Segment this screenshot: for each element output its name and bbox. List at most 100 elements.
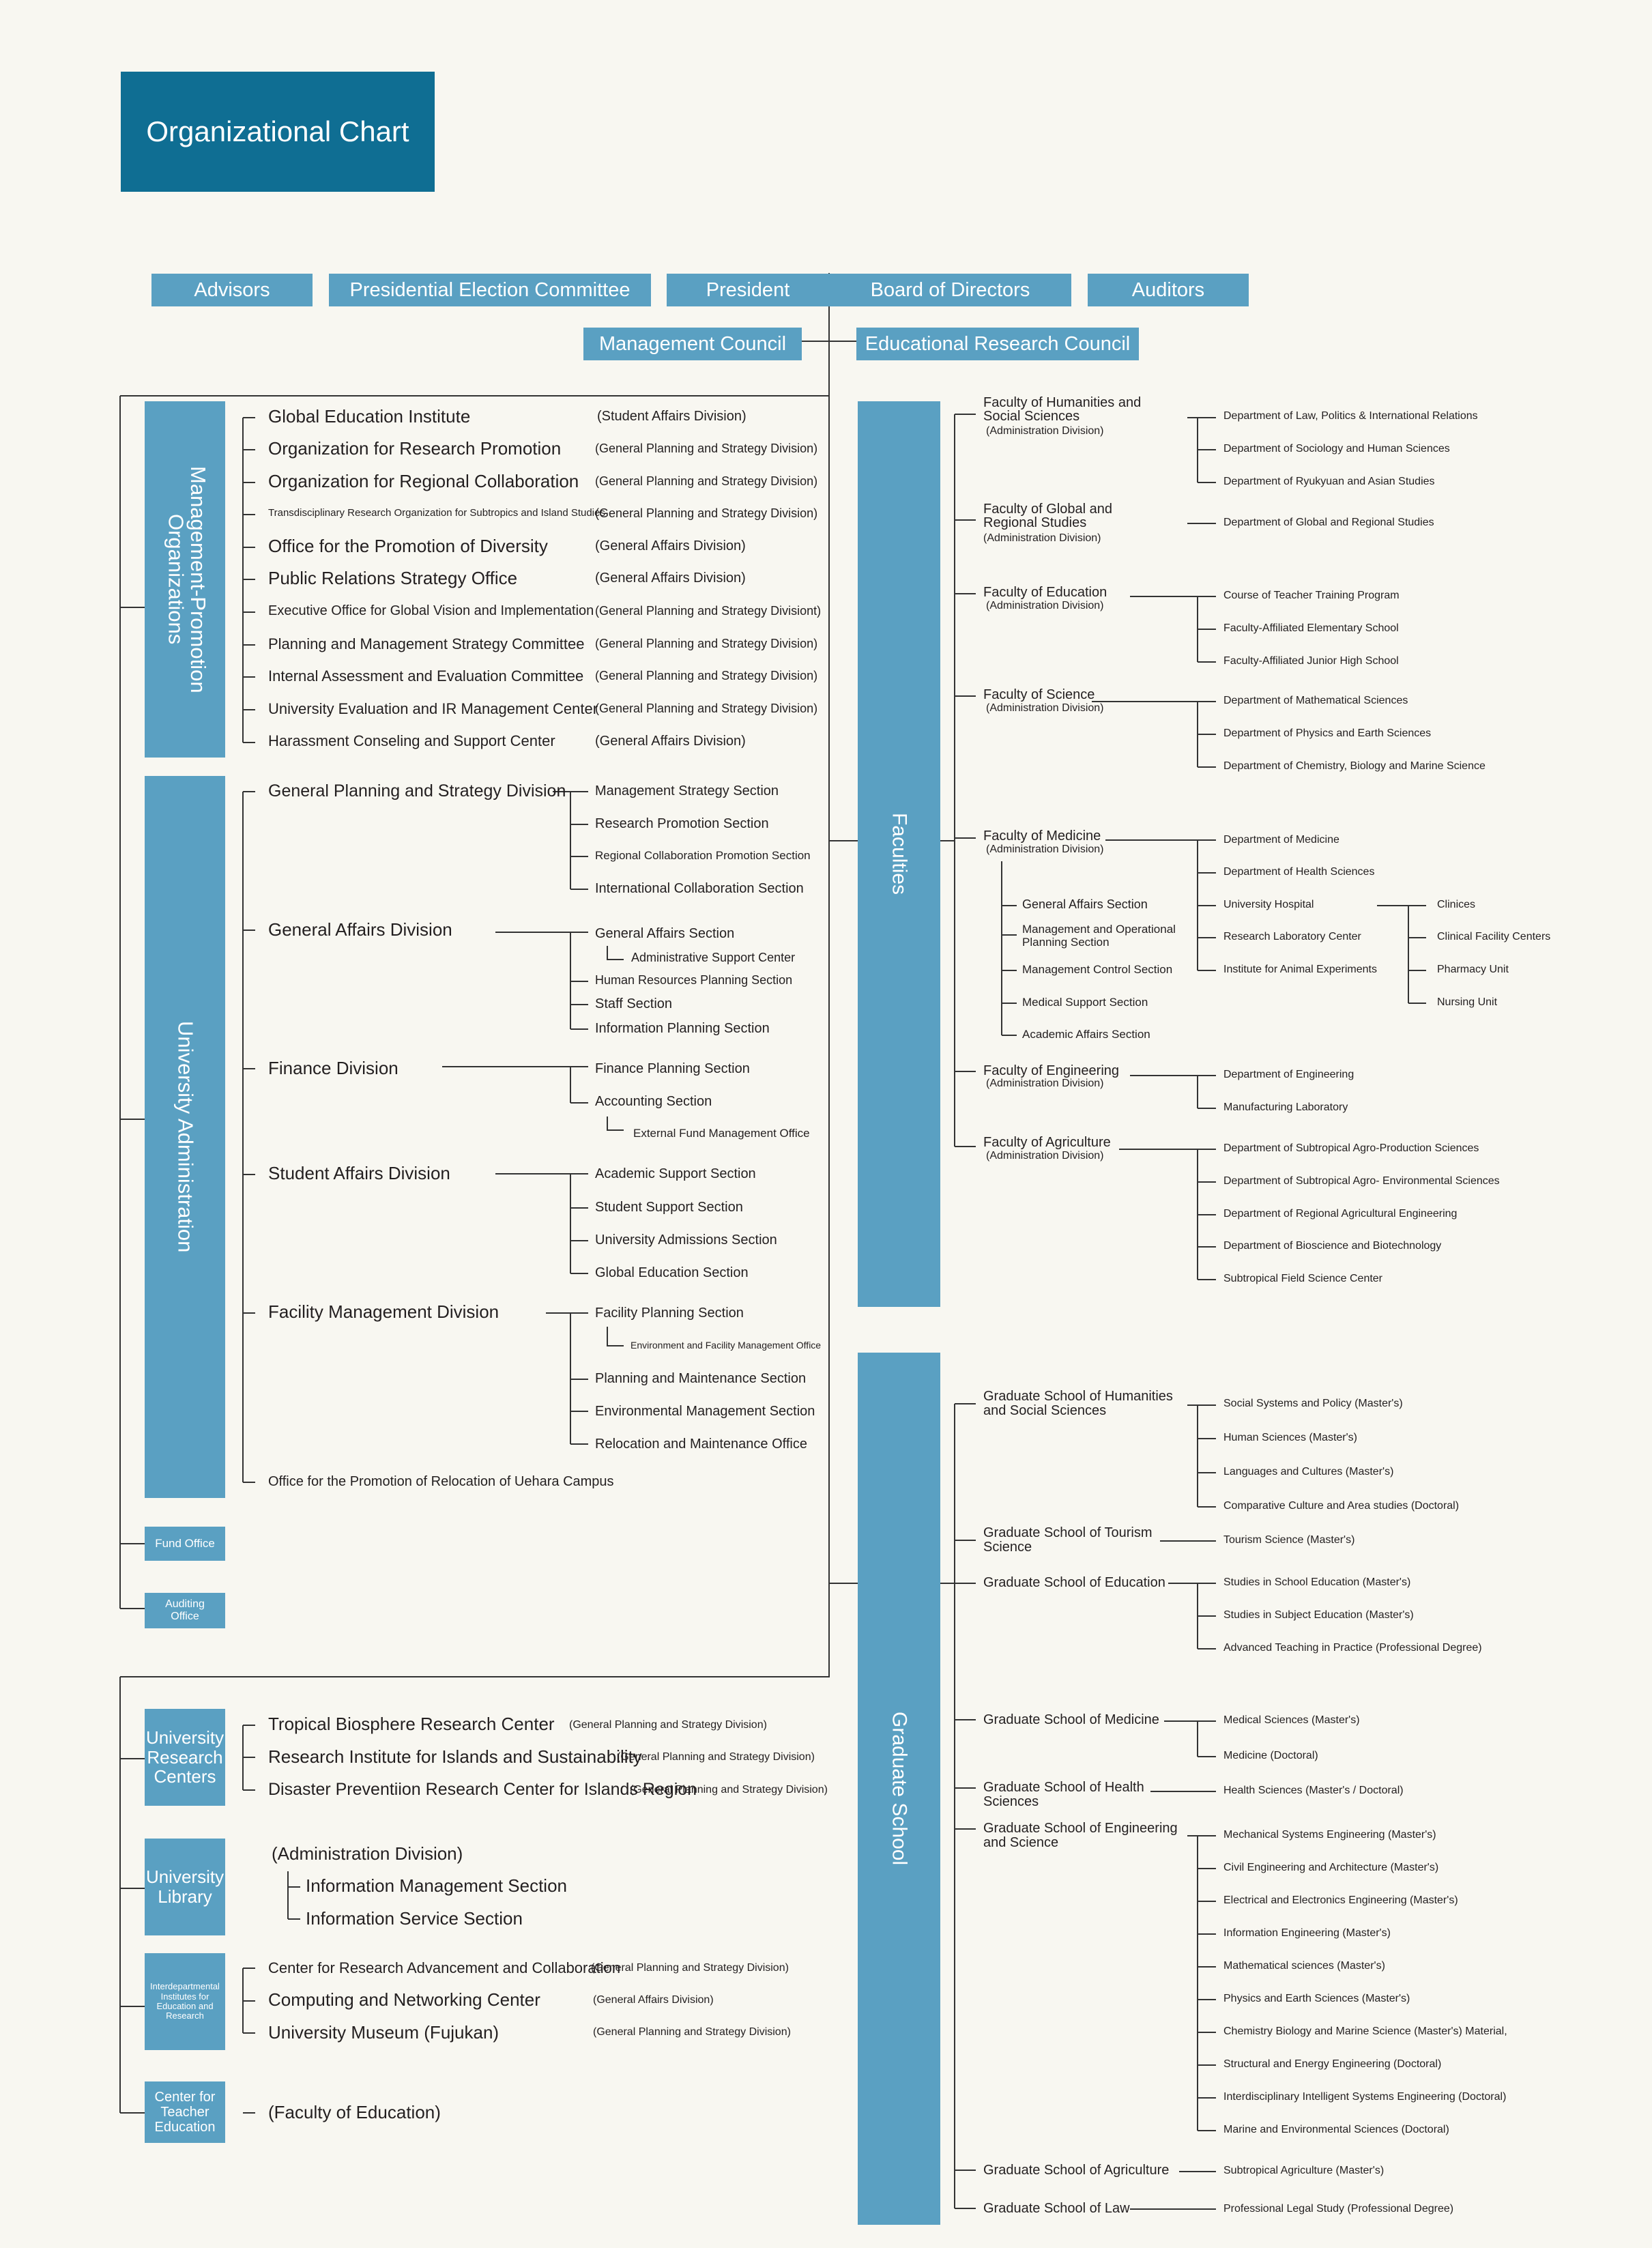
faculty-dept: University Hospital — [1223, 899, 1314, 910]
urc-item-div: (General Planning and Strategy Division) — [569, 1719, 767, 1731]
faculty-dept: Department of Global and Regional Studie… — [1223, 517, 1434, 528]
mpo-item-div: (General Planning and Strategy Division) — [595, 442, 818, 455]
faculties-box: Faculties — [858, 401, 940, 1307]
faculty-dept: Department of Chemistry, Biology and Mar… — [1223, 760, 1486, 772]
mpo-label: Management-Promotion Organizations — [164, 465, 210, 693]
fund-office-box: Fund Office — [145, 1527, 225, 1561]
lib-item: Information Management Section — [306, 1875, 567, 1896]
graduate-box: Graduate School — [858, 1353, 940, 2225]
ua-section: General Affairs Section — [595, 926, 735, 941]
ua-box: University Administration — [145, 776, 225, 1498]
ua-section: Global Education Section — [595, 1265, 749, 1280]
grad-program: Languages and Cultures (Master's) — [1223, 1466, 1394, 1478]
auditors-box: Auditors — [1088, 274, 1249, 306]
grad-program: Interdisciplinary Intelligent Systems En… — [1223, 2091, 1507, 2103]
faculty-dept: Subtropical Field Science Center — [1223, 1273, 1383, 1284]
grad-program: Advanced Teaching in Practice (Professio… — [1223, 1642, 1482, 1654]
mpo-item-div: (Student Affairs Division) — [597, 409, 747, 424]
management-council-box: Management Council — [583, 328, 802, 360]
faculty-dept: Department of Regional Agricultural Engi… — [1223, 1208, 1458, 1220]
mpo-item-div: (General Planning and Strategy Division) — [595, 669, 818, 682]
ua-section: Accounting Section — [595, 1094, 712, 1109]
inter-item-div: (General Affairs Division) — [593, 1994, 714, 2006]
cte-item: (Faculty of Education) — [268, 2102, 441, 2122]
library-box: University Library — [145, 1839, 225, 1935]
grad-school-name: Graduate School of Agriculture — [983, 2163, 1170, 2178]
graduate-label: Graduate School — [888, 1712, 911, 1866]
faculty-dept: Department of Subtropical Agro-Productio… — [1223, 1142, 1479, 1154]
admin-division-label: (Administration Division) — [986, 425, 1104, 437]
mpo-item: Organization for Regional Collaboration — [268, 471, 579, 491]
grad-program: Structural and Energy Engineering (Docto… — [1223, 2058, 1442, 2070]
advisors-box: Advisors — [151, 274, 313, 306]
mpo-item: Planning and Management Strategy Committ… — [268, 635, 585, 652]
grad-program: Physics and Earth Sciences (Master's) — [1223, 1993, 1410, 2004]
mpo-item: Harassment Conseling and Support Center — [268, 732, 555, 749]
grad-program: Marine and Environmental Sciences (Docto… — [1223, 2124, 1449, 2135]
faculty-name: Faculty of Engineering — [983, 1063, 1120, 1078]
ua-division: General Planning and Strategy Division — [268, 781, 566, 801]
mpo-item: Executive Office for Global Vision and I… — [268, 603, 594, 618]
ua-section: Information Planning Section — [595, 1021, 770, 1036]
ua-division: General Affairs Division — [268, 919, 452, 940]
faculty-dept: Faculty-Affiliated Junior High School — [1223, 655, 1399, 667]
mpo-item-div: (General Affairs Division) — [595, 734, 746, 749]
grad-program: Mathematical sciences (Master's) — [1223, 1960, 1385, 1972]
faculty-name: Faculty of Global and Regional Studies — [983, 502, 1112, 530]
ua-section: Management Strategy Section — [595, 783, 779, 798]
grad-program: Subtropical Agriculture (Master's) — [1223, 2165, 1385, 2176]
grad-program: Civil Engineering and Architecture (Mast… — [1223, 1862, 1439, 1873]
mpo-box: Management-Promotion Organizations — [145, 401, 225, 758]
urc-box: University Research Centers — [145, 1709, 225, 1806]
inter-item-div: (General Planning and Strategy Division) — [593, 2026, 791, 2038]
grad-program: Professional Legal Study (Professional D… — [1223, 2203, 1454, 2215]
ua-division: Student Affairs Division — [268, 1163, 450, 1183]
faculty-dept: Department of Health Sciences — [1223, 866, 1375, 878]
faculty-dept: Department of Engineering — [1223, 1069, 1354, 1080]
faculty-dept: Course of Teacher Training Program — [1223, 590, 1400, 601]
grad-school-name: Graduate School of Humanities and Social… — [983, 1389, 1173, 1418]
urc-item-div: (General Planning and Strategy Division) — [630, 1784, 828, 1796]
hospital-unit: Nursing Unit — [1437, 996, 1498, 1008]
grad-program: Comparative Culture and Area studies (Do… — [1223, 1500, 1460, 1512]
grad-program: Chemistry Biology and Marine Science (Ma… — [1223, 2026, 1507, 2037]
med-section: Medical Support Section — [1022, 996, 1148, 1009]
ua-section: Facility Planning Section — [595, 1306, 744, 1321]
admin-division-label: (Administration Division) — [986, 702, 1104, 714]
lib-item: Information Service Section — [306, 1908, 523, 1929]
mpo-item: Internal Assessment and Evaluation Commi… — [268, 667, 584, 685]
faculty-name: Faculty of Agriculture — [983, 1135, 1111, 1150]
grad-school-name: Graduate School of Medicine — [983, 1712, 1159, 1727]
faculty-dept: Department of Physics and Earth Sciences — [1223, 727, 1432, 739]
lib-item: (Administration Division) — [272, 1843, 463, 1864]
ua-section: Staff Section — [595, 996, 673, 1011]
ua-section: Regional Collaboration Promotion Section — [595, 849, 811, 862]
faculty-dept: Research Laboratory Center — [1223, 931, 1361, 942]
grad-program: Human Sciences (Master's) — [1223, 1432, 1357, 1443]
mpo-item: Transdisciplinary Research Organization … — [268, 507, 605, 519]
admin-division-label: (Administration Division) — [986, 1150, 1104, 1162]
ua-section: Research Promotion Section — [595, 816, 769, 831]
grad-program: Electrical and Electronics Engineering (… — [1223, 1894, 1458, 1906]
grad-school-name: Graduate School of Engineering and Scien… — [983, 1821, 1178, 1850]
grad-program: Tourism Science (Master's) — [1223, 1534, 1355, 1546]
president-box: President — [667, 274, 829, 306]
election-committee-box: Presidential Election Committee — [329, 274, 651, 306]
admin-division-label: (Administration Division) — [986, 600, 1104, 611]
ua-section: International Collaboration Section — [595, 881, 804, 896]
ua-section: Human Resources Planning Section — [595, 973, 793, 987]
edu-research-council-box: Educational Research Council — [856, 328, 1139, 360]
faculty-dept: Department of Ryukyuan and Asian Studies — [1223, 476, 1435, 487]
hospital-unit: Clinical Facility Centers — [1437, 931, 1551, 942]
ua-label: University Administration — [173, 1021, 198, 1253]
mpo-item-div: (General Planning and Strategy Division) — [595, 506, 818, 520]
interdepartmental-box: Interdepartmental Institutes for Educati… — [145, 1953, 225, 2050]
urc-item-div: (General Planning and Strategy Division) — [617, 1751, 815, 1763]
inter-item: Center for Research Advancement and Coll… — [268, 1959, 621, 1976]
faculty-dept: Faculty-Affiliated Elementary School — [1223, 622, 1399, 634]
faculty-name: Faculty of Medicine — [983, 828, 1101, 844]
med-section: Management Control Section — [1022, 963, 1173, 976]
mpo-item-div: (General Planning and Strategy Division) — [595, 637, 818, 650]
grad-program: Studies in Subject Education (Master's) — [1223, 1609, 1414, 1621]
